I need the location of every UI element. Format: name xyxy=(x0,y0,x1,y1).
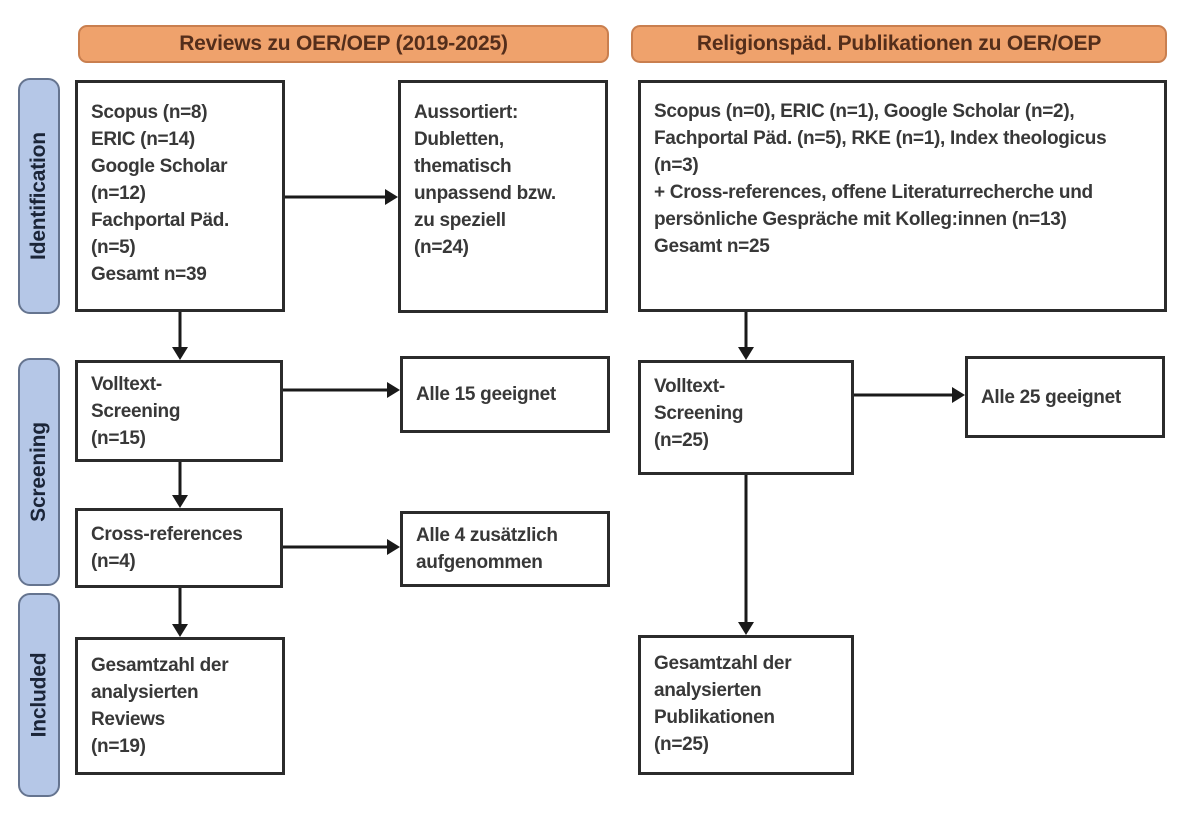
arrow-line xyxy=(854,393,954,397)
arrow-line xyxy=(178,588,182,626)
arrowhead-down xyxy=(172,347,188,360)
column-header-reviews: Reviews zu OER/OEP (2019-2025) xyxy=(78,25,609,63)
stage-tab-screening: Screening xyxy=(18,358,60,586)
arrow-line xyxy=(285,195,387,199)
arrowhead-right xyxy=(387,382,400,398)
stage-label-identification: Identification xyxy=(27,132,50,260)
arrow-left-sources-to-fulltext xyxy=(171,312,189,360)
stage-tab-included: Included xyxy=(18,593,60,797)
stage-tab-identification: Identification xyxy=(18,78,60,314)
arrowhead-down xyxy=(738,347,754,360)
arrow-line xyxy=(178,462,182,497)
arrowhead-right xyxy=(385,189,398,205)
arrowhead-down xyxy=(172,624,188,637)
arrow-left-crossref-to-total xyxy=(171,588,189,637)
arrow-right-fulltext-to-eligible xyxy=(854,386,965,404)
arrowhead-right xyxy=(952,387,965,403)
arrow-left-fulltext-to-crossref xyxy=(171,462,189,508)
box-left-excluded: Aussortiert: Dubletten, thematisch unpas… xyxy=(398,80,608,313)
arrow-right-fulltext-to-total xyxy=(737,475,755,635)
arrowhead-down xyxy=(172,495,188,508)
arrow-right-sources-to-fulltext xyxy=(737,312,755,360)
box-right-total: Gesamtzahl der analysierten Publikatione… xyxy=(638,635,854,775)
box-right-sources: Scopus (n=0), ERIC (n=1), Google Scholar… xyxy=(638,80,1167,312)
arrow-line xyxy=(178,312,182,349)
arrow-line xyxy=(744,475,748,624)
box-left-eligible: Alle 15 geeignet xyxy=(400,356,610,433)
arrowhead-down xyxy=(738,622,754,635)
box-left-fulltext-screening: Volltext- Screening (n=15) xyxy=(75,360,283,462)
arrow-line xyxy=(283,388,389,392)
box-left-crossreferences: Cross-references (n=4) xyxy=(75,508,283,588)
stage-label-screening: Screening xyxy=(27,422,51,522)
arrow-left-sources-to-excluded xyxy=(285,188,398,206)
arrow-left-fulltext-to-eligible xyxy=(283,381,400,399)
box-right-eligible: Alle 25 geeignet xyxy=(965,356,1165,438)
arrow-line xyxy=(283,545,389,549)
stage-label-included: Included xyxy=(27,652,50,738)
box-left-sources: Scopus (n=8) ERIC (n=14) Google Scholar … xyxy=(75,80,285,312)
arrowhead-right xyxy=(387,539,400,555)
box-left-added: Alle 4 zusätzlich aufgenommen xyxy=(400,511,610,587)
box-right-fulltext-screening: Volltext- Screening (n=25) xyxy=(638,360,854,475)
arrow-line xyxy=(744,312,748,349)
box-left-total: Gesamtzahl der analysierten Reviews (n=1… xyxy=(75,637,285,775)
arrow-left-crossref-to-added xyxy=(283,538,400,556)
column-header-religionspaed: Religionspäd. Publikationen zu OER/OEP xyxy=(631,25,1167,63)
